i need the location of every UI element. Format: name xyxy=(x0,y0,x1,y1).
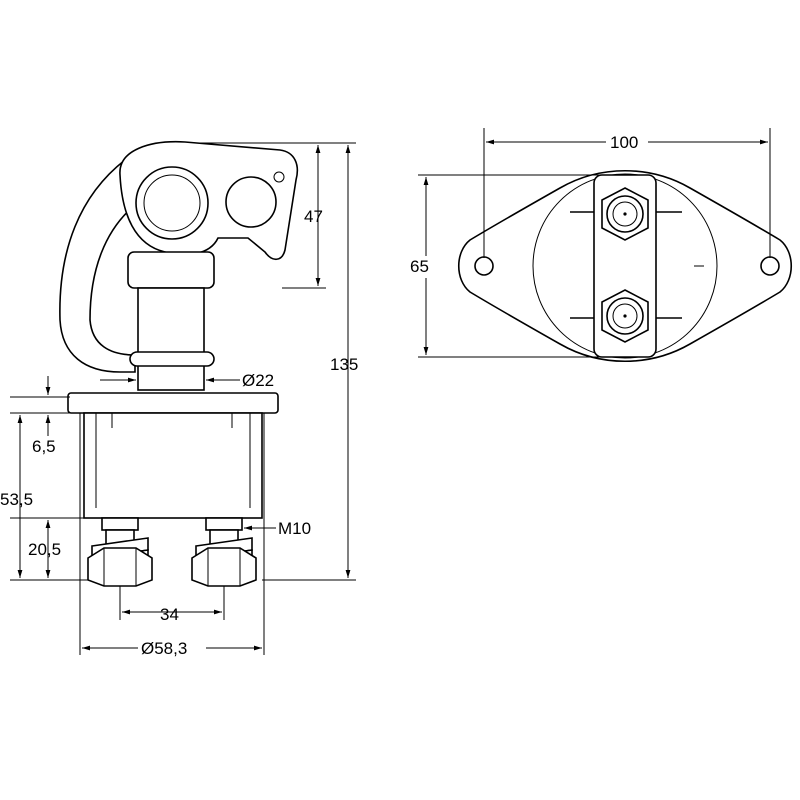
top-terminal-lower xyxy=(570,289,682,343)
dim-d58-label: Ø58,3 xyxy=(141,639,187,658)
dim-100-label: 100 xyxy=(610,133,638,152)
dim-d22-label: Ø22 xyxy=(242,371,274,390)
side-view: 135 47 Ø22 6,5 53,5 20,5 M10 34 xyxy=(0,140,358,658)
dim-135-label: 135 xyxy=(330,355,358,374)
dim-m10-label: M10 xyxy=(278,519,311,538)
shaft-o-ring xyxy=(129,351,215,367)
top-view: 100 65 xyxy=(408,128,792,363)
mount-hole-right xyxy=(760,256,780,276)
switch-body xyxy=(83,412,263,519)
terminal-right xyxy=(191,517,257,587)
flange-body-circle xyxy=(532,173,718,359)
terminal-left xyxy=(87,517,153,587)
shaft xyxy=(137,287,205,391)
lever-key-hole-large xyxy=(135,166,209,240)
dim-20-5-label: 20,5 xyxy=(28,540,61,559)
dim-65-label: 65 xyxy=(410,257,429,276)
dim-53-5-label: 53,5 xyxy=(0,490,33,509)
top-terminal-upper xyxy=(570,187,682,241)
lever-pin-hole xyxy=(273,171,285,183)
dim-6-5-label: 6,5 xyxy=(32,437,56,456)
mount-hole-left xyxy=(474,256,494,276)
lever-strap xyxy=(59,158,136,373)
lever-key-hole-inner xyxy=(143,174,201,232)
dim-47-label: 47 xyxy=(304,207,323,226)
dim-34-label: 34 xyxy=(160,605,179,624)
mounting-plate xyxy=(67,392,279,414)
shaft-collar xyxy=(127,251,215,289)
lever-key-hole-small xyxy=(225,176,277,228)
